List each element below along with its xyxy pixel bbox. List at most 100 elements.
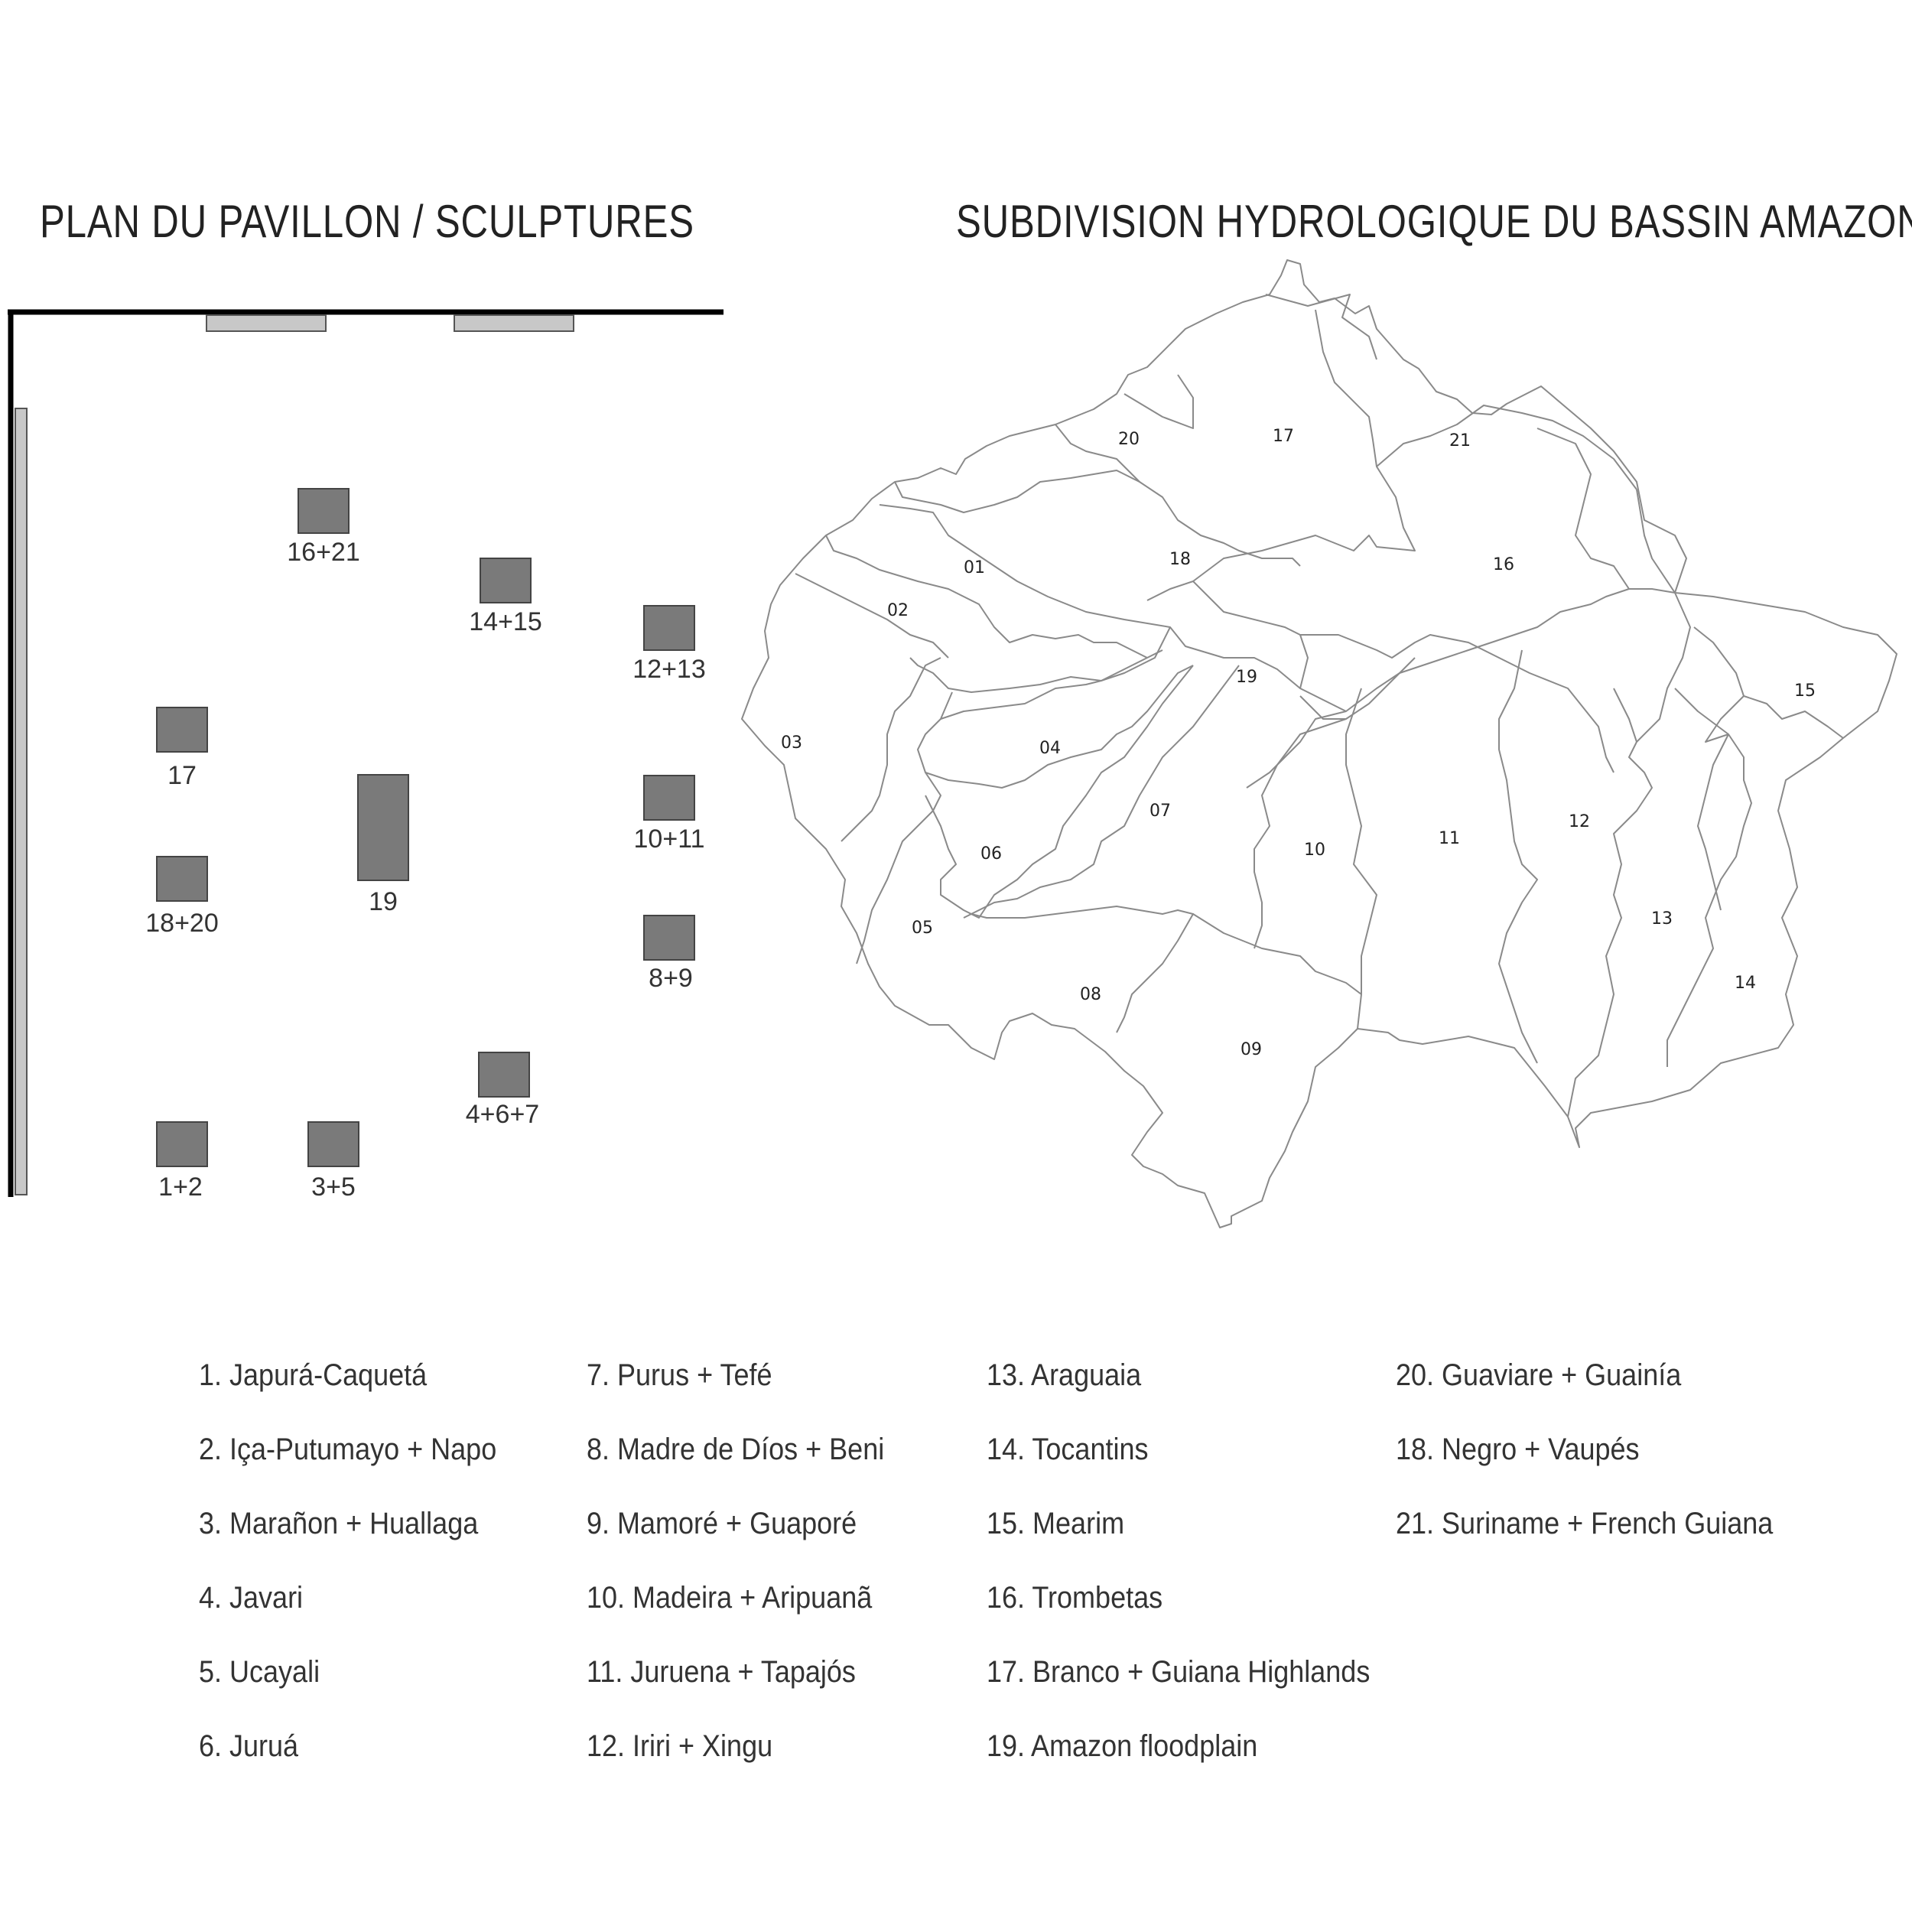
boundary [909, 626, 1171, 693]
legend-column-2: 7. Purus + Tefé 8. Madre de Díos + Beni … [587, 1350, 1015, 1795]
sculpture-1-2[interactable] [156, 1121, 208, 1167]
legend-item: 12. Iriri + Xingu [587, 1729, 773, 1763]
boundary [1345, 688, 1377, 994]
sculpture-label: 19 [369, 887, 398, 916]
boundary [1192, 581, 1614, 773]
region-label-18: 18 [1169, 550, 1191, 569]
sculpture-19[interactable] [357, 774, 409, 881]
sculpture-label: 18+20 [145, 909, 219, 938]
boundary [1697, 733, 1729, 911]
sculpture-label: 17 [167, 761, 197, 790]
boundary [795, 573, 949, 659]
legend-item: 15. Mearim [987, 1507, 1125, 1540]
boundary [963, 665, 1240, 919]
region-label-02: 02 [887, 601, 909, 620]
sculpture-label: 12+13 [632, 655, 706, 684]
boundary [925, 795, 987, 919]
boundary [1376, 405, 1637, 490]
boundary [894, 470, 1301, 567]
region-label-19: 19 [1236, 668, 1257, 687]
sculpture-label: 8+9 [649, 964, 693, 993]
boundary [1636, 489, 1676, 594]
boundary [1498, 649, 1538, 1064]
region-label-15: 15 [1794, 681, 1816, 701]
legend-column-1: 1. Japurá-Caquetá 2. Iça-Putumayo + Napo… [199, 1350, 627, 1795]
boundary [1265, 294, 1377, 360]
region-label-01: 01 [964, 558, 985, 577]
region-label-21: 21 [1449, 431, 1471, 450]
legend-item: 17. Branco + Guiana Highlands [987, 1655, 1371, 1689]
boundary [1299, 588, 1676, 720]
boundary [1123, 374, 1194, 429]
region-label-10: 10 [1304, 841, 1325, 860]
sculpture-14-15[interactable] [480, 558, 532, 603]
legend-item: 11. Juruena + Tapajós [587, 1655, 856, 1689]
legend-item: 18. Negro + Vaupés [1396, 1433, 1640, 1466]
sculpture-16-21[interactable] [298, 488, 350, 534]
legend-item: 16. Trombetas [987, 1581, 1163, 1615]
boundary [1254, 718, 1347, 949]
boundary [1666, 688, 1752, 1067]
region-label-16: 16 [1493, 555, 1514, 574]
legend-item: 19. Amazon floodplain [987, 1729, 1258, 1763]
basin-outline [741, 259, 1897, 1228]
sculpture-label: 14+15 [469, 607, 542, 636]
sculpture-10-11[interactable] [643, 775, 695, 821]
legend-item: 9. Mamoré + Guaporé [587, 1507, 857, 1540]
legend-item: 7. Purus + Tefé [587, 1358, 772, 1392]
region-label-20: 20 [1118, 430, 1140, 449]
region-label-04: 04 [1039, 739, 1061, 758]
sculpture-label: 10+11 [634, 825, 705, 854]
boundary [1299, 634, 1416, 712]
region-label-13: 13 [1651, 909, 1673, 929]
region-label-08: 08 [1080, 985, 1101, 1004]
region-label-12: 12 [1569, 812, 1590, 831]
legend-item: 3. Marañon + Huallaga [199, 1507, 479, 1540]
boundary [1192, 913, 1362, 1029]
wall-panel-top-1 [206, 314, 327, 332]
sculpture-12-13[interactable] [643, 605, 695, 651]
boundary [925, 665, 1194, 789]
legend-item: 21. Suriname + French Guiana [1396, 1507, 1774, 1540]
legend-item: 6. Juruá [199, 1729, 299, 1763]
sculpture-3-5[interactable] [307, 1121, 359, 1167]
boundary [1536, 428, 1630, 590]
boundary [1705, 695, 1745, 743]
region-label-09: 09 [1241, 1040, 1262, 1059]
region-label-06: 06 [980, 844, 1002, 864]
boundary [856, 691, 953, 964]
legend-item: 8. Madre de Díos + Beni [587, 1433, 885, 1466]
legend-item: 2. Iça-Putumayo + Napo [199, 1433, 497, 1466]
sculpture-17[interactable] [156, 707, 208, 753]
region-label-07: 07 [1149, 802, 1171, 821]
boundary [940, 649, 1163, 720]
boundary [825, 535, 1148, 659]
boundary [986, 665, 1194, 907]
legend-column-4: 20. Guaviare + Guainía 18. Negro + Vaupé… [1396, 1350, 1824, 1573]
region-label-03: 03 [781, 733, 802, 753]
legend-item: 14. Tocantins [987, 1433, 1149, 1466]
boundary [1613, 688, 1637, 743]
boundary [1693, 626, 1844, 739]
sculpture-8-9[interactable] [643, 915, 695, 961]
sculpture-18-20[interactable] [156, 856, 208, 902]
region-label-05: 05 [912, 919, 933, 938]
legend-item: 5. Ucayali [199, 1655, 320, 1689]
sculpture-label: 3+5 [311, 1173, 356, 1202]
region-label-11: 11 [1439, 829, 1460, 848]
region-label-17: 17 [1273, 427, 1294, 446]
plan-title: PLAN DU PAVILLON / SCULPTURES [40, 196, 694, 247]
boundary [1246, 711, 1347, 789]
sculpture-label: 16+21 [287, 538, 360, 567]
pavilion-plan: 16+21 14+15 12+13 17 19 10+11 18+20 8+9 … [8, 309, 724, 1202]
legend-item: 20. Guaviare + Guainía [1396, 1358, 1682, 1392]
boundary [879, 504, 1301, 689]
sculpture-label: 1+2 [158, 1173, 203, 1202]
wall-panel-left [15, 408, 28, 1195]
boundary [971, 906, 1194, 1033]
sculpture-4-6-7[interactable] [478, 1052, 530, 1098]
map-title: SUBDIVISION HYDROLOGIQUE DU BASSIN AMAZO… [956, 196, 1912, 247]
legend-column-3: 13. Araguaia 14. Tocantins 15. Mearim 16… [987, 1350, 1415, 1795]
amazon-basin-map: 01 02 03 04 05 06 07 08 09 10 11 12 13 1… [741, 259, 1897, 1228]
wall-panel-top-2 [454, 314, 574, 332]
